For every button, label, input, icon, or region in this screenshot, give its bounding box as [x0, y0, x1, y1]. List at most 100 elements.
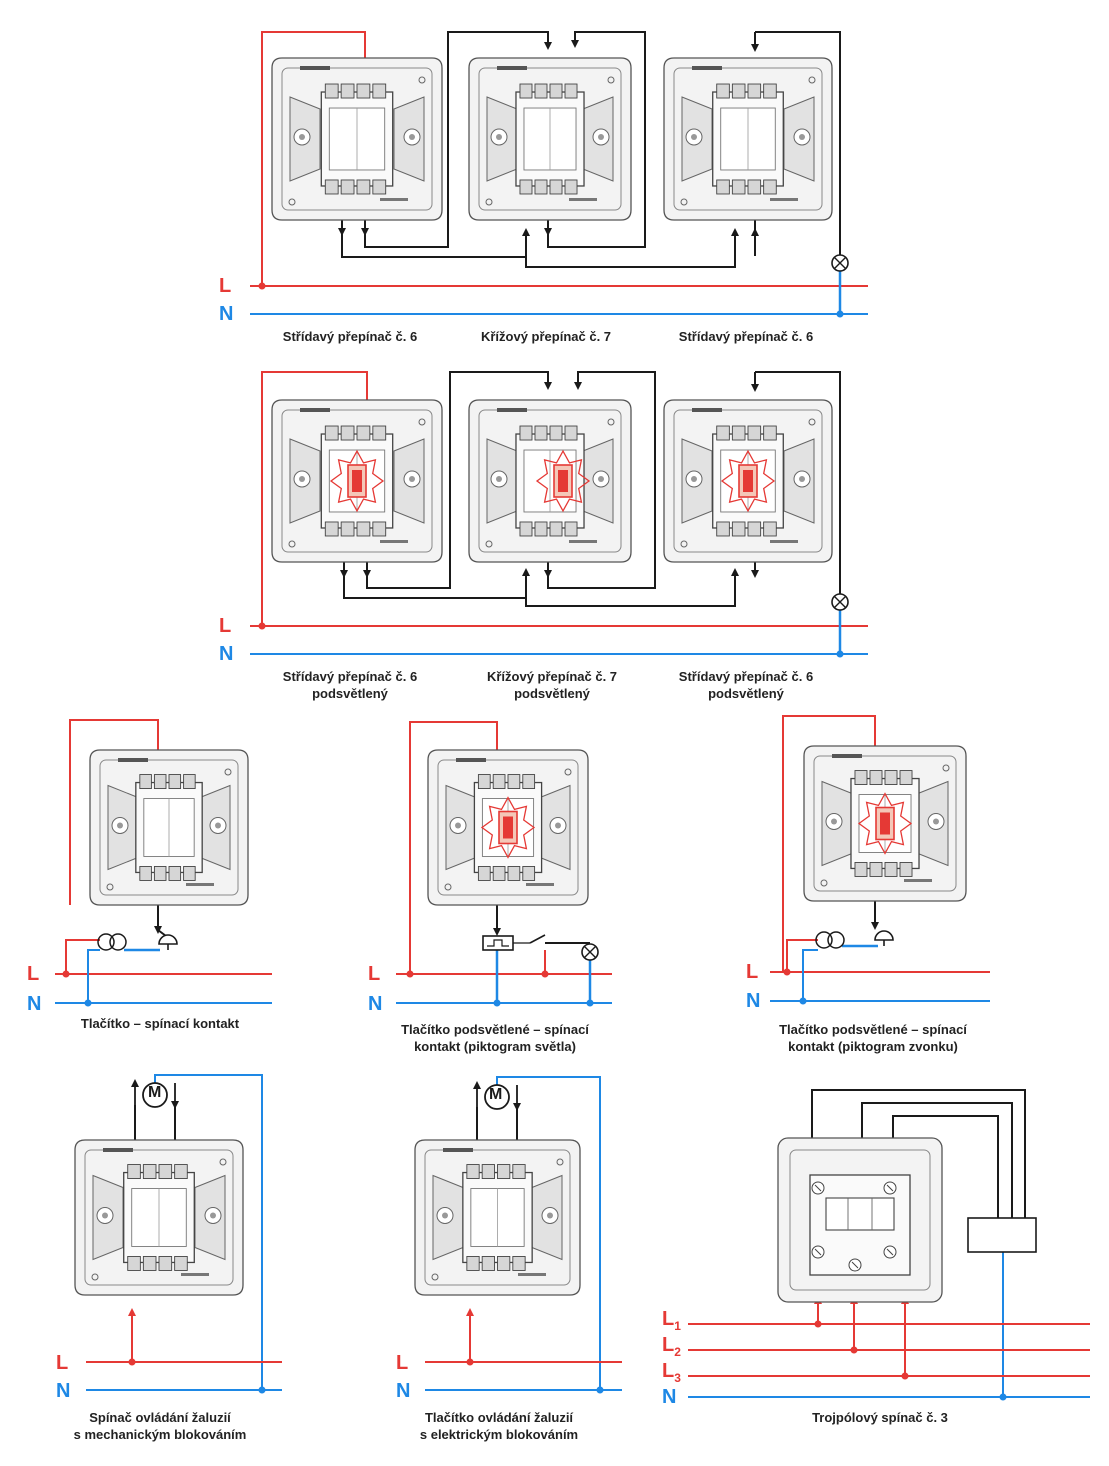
- indicator-lamp: [743, 470, 753, 492]
- terminal-bottom: [497, 1255, 511, 1271]
- switch-module-d2-mid: [468, 399, 632, 563]
- terminal-bottom: [512, 1255, 526, 1271]
- terminal-bottom: [763, 521, 777, 537]
- terminal-top: [884, 770, 898, 785]
- junction-L1: [814, 1320, 822, 1328]
- terminal-bottom: [340, 521, 355, 537]
- terminal-top: [492, 774, 506, 789]
- transformer-coil-1: [97, 933, 115, 951]
- terminal-top: [731, 425, 746, 441]
- terminal-bottom: [884, 862, 898, 877]
- wire-d1-bridge-a: [341, 228, 530, 258]
- terminal-top: [481, 1164, 495, 1180]
- label-L2: L2: [662, 1335, 681, 1362]
- plate-inner-frame: [789, 1149, 931, 1291]
- terminal-bottom: [522, 866, 536, 881]
- wire-d1-lamp-feed: [755, 31, 841, 255]
- terminal-bottom: [564, 179, 578, 195]
- junction-d3b-L: [406, 970, 414, 978]
- transformer-icon-d3c: [815, 931, 845, 949]
- terminal-bottom: [519, 521, 533, 537]
- caption-d4-left-1: Spínač ovládání žaluzií: [89, 1410, 231, 1425]
- label-L2-sub: 2: [674, 1345, 681, 1359]
- terminal-top: [747, 83, 762, 99]
- glow-burst: [857, 792, 913, 855]
- junction-d4b-N: [596, 1386, 604, 1394]
- caption-d4-mid-1: Tlačítko ovládání žaluzií: [424, 1410, 574, 1425]
- plate-inner-frame: [84, 1149, 234, 1286]
- wire-d3a-trafo-n: [87, 949, 100, 1003]
- screw-head: [299, 476, 305, 482]
- terminal-bottom: [869, 862, 883, 877]
- plate-hole: [564, 768, 572, 776]
- terminal-bottom: [477, 866, 491, 881]
- label-L3: L3: [662, 1361, 681, 1388]
- rating-mark: [569, 198, 597, 201]
- terminal-top: [497, 1164, 511, 1180]
- lamp-icon-d3b: [581, 943, 599, 961]
- terminal-top: [127, 1164, 141, 1180]
- bell-dome: [874, 930, 894, 941]
- terminal-bottom: [481, 1255, 495, 1271]
- terminal-top: [183, 774, 196, 789]
- plate-hole: [820, 879, 828, 887]
- terminal-top: [340, 83, 355, 99]
- terminal-bottom: [174, 1255, 188, 1271]
- transformer-coil-2: [827, 931, 845, 949]
- terminal-bottom: [142, 1255, 157, 1271]
- brand-mark: [300, 408, 330, 412]
- plate-inner-frame: [673, 409, 823, 553]
- terminal-top: [549, 83, 563, 99]
- plate-inner-frame: [813, 755, 957, 892]
- screw-head: [442, 1212, 448, 1219]
- terminal-bottom: [854, 862, 868, 877]
- glow-burst: [329, 449, 385, 513]
- terminal-bottom: [153, 866, 167, 881]
- switch-module-d4-left: [74, 1139, 244, 1296]
- screw-head: [102, 1212, 108, 1219]
- terminal-top: [519, 425, 533, 441]
- plate-hole: [485, 540, 493, 548]
- screw-head: [691, 476, 697, 482]
- terminal-bottom: [168, 866, 182, 881]
- terminal-top: [466, 1164, 480, 1180]
- junction-d3a-N: [84, 999, 92, 1007]
- brand-mark: [456, 758, 486, 762]
- caption-d3-right-2: kontakt (piktogram zvonku): [788, 1039, 958, 1054]
- terminal-bottom: [324, 179, 339, 195]
- terminal-bottom: [324, 521, 339, 537]
- plate-hole: [556, 1158, 564, 1166]
- label-L3-sub: 3: [674, 1371, 681, 1385]
- rating-mark: [181, 1273, 209, 1276]
- label-N-d2: N: [219, 643, 234, 665]
- phase-wire-d3c: [782, 715, 879, 973]
- terminal-top: [324, 83, 339, 99]
- terminal-top: [747, 425, 762, 441]
- switch-module-d3-mid: [427, 749, 589, 906]
- phase-wire-d2: [261, 371, 371, 626]
- terminal-top: [372, 83, 387, 99]
- terminal-top: [549, 425, 563, 441]
- motor-label-mid: M: [489, 1086, 503, 1103]
- terminal-bottom: [747, 179, 762, 195]
- phase-wire-d3b: [409, 721, 501, 974]
- plate-hole: [106, 883, 114, 891]
- terminal-top: [174, 1164, 188, 1180]
- wire-d2-bridge-a: [343, 568, 530, 599]
- caption-d2-right-1: Střídavý přepínač č. 6: [678, 669, 814, 684]
- junction-d4c-N: [999, 1393, 1007, 1401]
- label-N-d4b: N: [396, 1380, 411, 1402]
- switch-module-d2-left: [271, 399, 443, 563]
- label-L-d3b: L: [368, 963, 381, 985]
- plate-inner-frame: [673, 67, 823, 211]
- caption-d3-mid-2: kontakt (piktogram světla): [414, 1039, 576, 1054]
- terminal-top: [564, 83, 578, 99]
- switch-module-d3-right: [803, 745, 967, 902]
- caption-d4-right: Trojpólový spínač č. 3: [812, 1410, 948, 1425]
- plate-hole: [288, 198, 296, 206]
- terminal-top: [534, 425, 548, 441]
- plate-hole: [680, 540, 688, 548]
- rating-mark: [518, 1273, 546, 1276]
- junction-d3a-L: [62, 970, 70, 978]
